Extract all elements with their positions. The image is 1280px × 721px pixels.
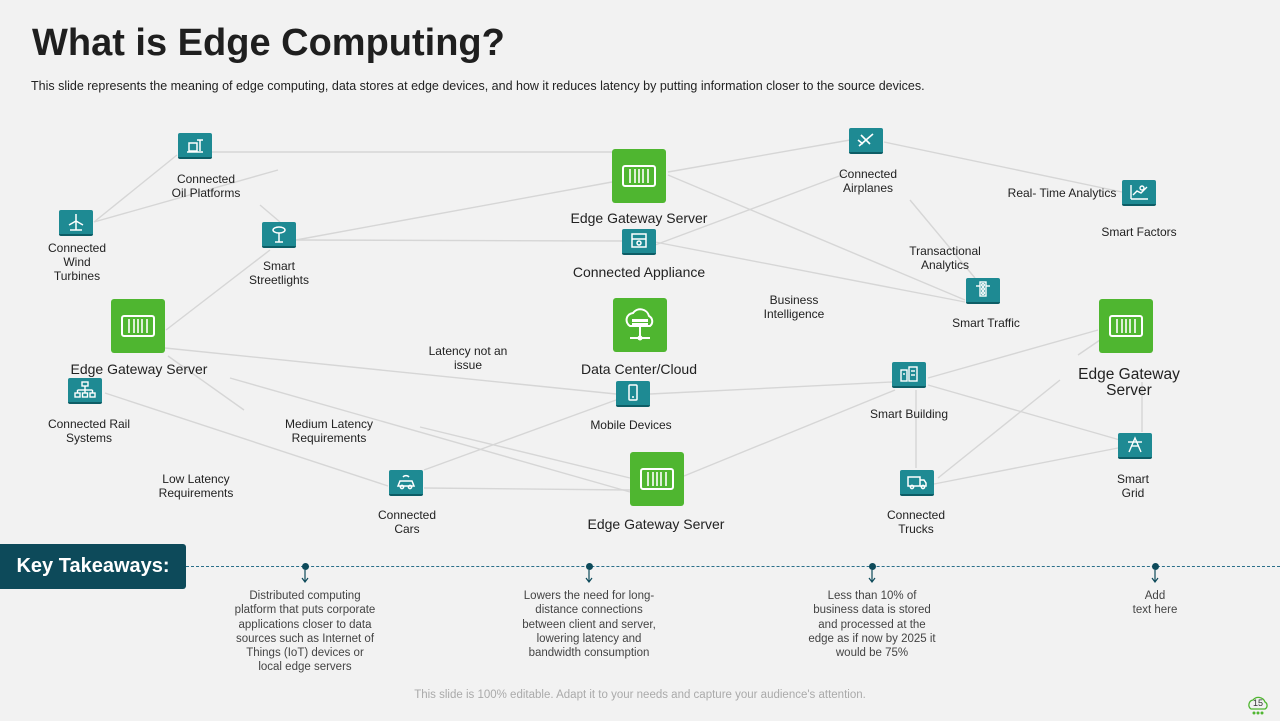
page-title: What is Edge Computing? (32, 22, 505, 64)
link (295, 181, 613, 241)
edge-gateway-server-bottom-label: Edge Gateway Server (587, 516, 725, 532)
link (654, 241, 966, 303)
takeaway-text-2: Lowers the need for long- distance conne… (522, 590, 656, 660)
link (423, 487, 631, 491)
link (654, 171, 851, 246)
smart-building-icon (892, 362, 926, 388)
link (93, 154, 178, 223)
link (667, 139, 851, 173)
connected-truck-icon (900, 470, 934, 496)
takeaway-marker (1151, 563, 1159, 589)
connection-lines (93, 139, 1143, 493)
edge-gateway-server-top-icon (612, 149, 666, 203)
key-takeaways-label: Key Takeaways: (0, 544, 186, 589)
appliance-icon (622, 229, 656, 255)
analytics-icon (1122, 180, 1156, 206)
takeaway-text-3: Less than 10% of business data is stored… (808, 590, 936, 660)
medium-latency-label: Medium Latency Requirements (284, 417, 374, 445)
rail-system-label: Connected Rail Systems (47, 417, 131, 445)
link (933, 447, 1119, 485)
link (167, 355, 245, 411)
datacenter-cloud-label: Data Center/Cloud (581, 361, 697, 377)
page-number-badge: 15 (1246, 694, 1270, 716)
low-latency-label: Low Latency Requirements (158, 472, 234, 500)
footer-note: This slide is 100% editable. Adapt it to… (414, 689, 866, 701)
takeaway-timeline (186, 566, 1280, 567)
page-number: 15 (1252, 698, 1263, 708)
takeaway-marker (868, 563, 876, 589)
mobile-device-icon (616, 381, 650, 407)
link (104, 392, 389, 487)
takeaway-text-1: Distributed computing platform that puts… (234, 590, 376, 674)
edge-gateway-server-right-label: Edge Gateway Server (1078, 366, 1180, 399)
business-intelligence-label: Business Intelligence (763, 293, 825, 321)
page-subtitle: This slide represents the meaning of edg… (31, 79, 925, 93)
connected-car-label: Connected Cars (377, 508, 437, 536)
traffic-label: Smart Traffic (952, 316, 1020, 330)
link (259, 204, 281, 223)
link (229, 377, 631, 493)
connected-car-icon (389, 470, 423, 496)
wind-turbine-icon (59, 210, 93, 236)
link (295, 239, 626, 242)
takeaway-marker (301, 563, 309, 589)
smart-grid-icon (1118, 433, 1152, 459)
oil-platform-label: Connected Oil Platforms (171, 172, 241, 200)
smart-factors-label: Smart Factors (1101, 225, 1177, 239)
smart-building-label: Smart Building (869, 407, 949, 421)
edge-gateway-server-bottom-icon (630, 452, 684, 506)
appliance-label: Connected Appliance (572, 264, 706, 280)
airplane-label: Connected Airplanes (838, 167, 898, 195)
link (1077, 339, 1101, 356)
connected-truck-label: Connected Trucks (886, 508, 946, 536)
link (927, 384, 1121, 441)
mobile-device-label: Mobile Devices (590, 418, 672, 432)
cloud-server-icon (613, 298, 667, 352)
link (909, 199, 976, 279)
edge-gateway-server-top-label: Edge Gateway Server (570, 210, 708, 226)
takeaway-text-4[interactable]: Add text here (1132, 590, 1178, 617)
link (649, 381, 893, 395)
link (927, 329, 1099, 379)
oil-platform-icon (178, 133, 212, 159)
streetlight-label: Smart Streetlights (248, 259, 310, 287)
link (883, 141, 1123, 193)
link (164, 347, 617, 395)
link (937, 379, 1061, 479)
cloud-logo-icon (1248, 696, 1268, 715)
airplane-icon (849, 128, 883, 154)
link (423, 399, 617, 471)
latency-not-issue-label: Latency not an issue (428, 344, 508, 372)
rail-system-icon (68, 378, 102, 404)
smart-grid-label: Smart Grid (1116, 472, 1150, 500)
edge-gateway-server-left-label: Edge Gateway Server (70, 361, 208, 377)
transactional-analytics-label: Transactional Analytics (909, 244, 981, 272)
wind-turbine-label: Connected Wind Turbines (47, 241, 107, 283)
streetlight-icon (262, 222, 296, 248)
takeaway-marker (585, 563, 593, 589)
link (165, 249, 271, 331)
traffic-light-icon (966, 278, 1000, 304)
edge-gateway-server-right-icon (1099, 299, 1153, 353)
link (419, 426, 631, 479)
link (667, 174, 966, 301)
analytics-label: Real- Time Analytics (1007, 186, 1117, 200)
link (683, 389, 896, 477)
link (93, 169, 279, 223)
edge-gateway-server-left-icon (111, 299, 165, 353)
